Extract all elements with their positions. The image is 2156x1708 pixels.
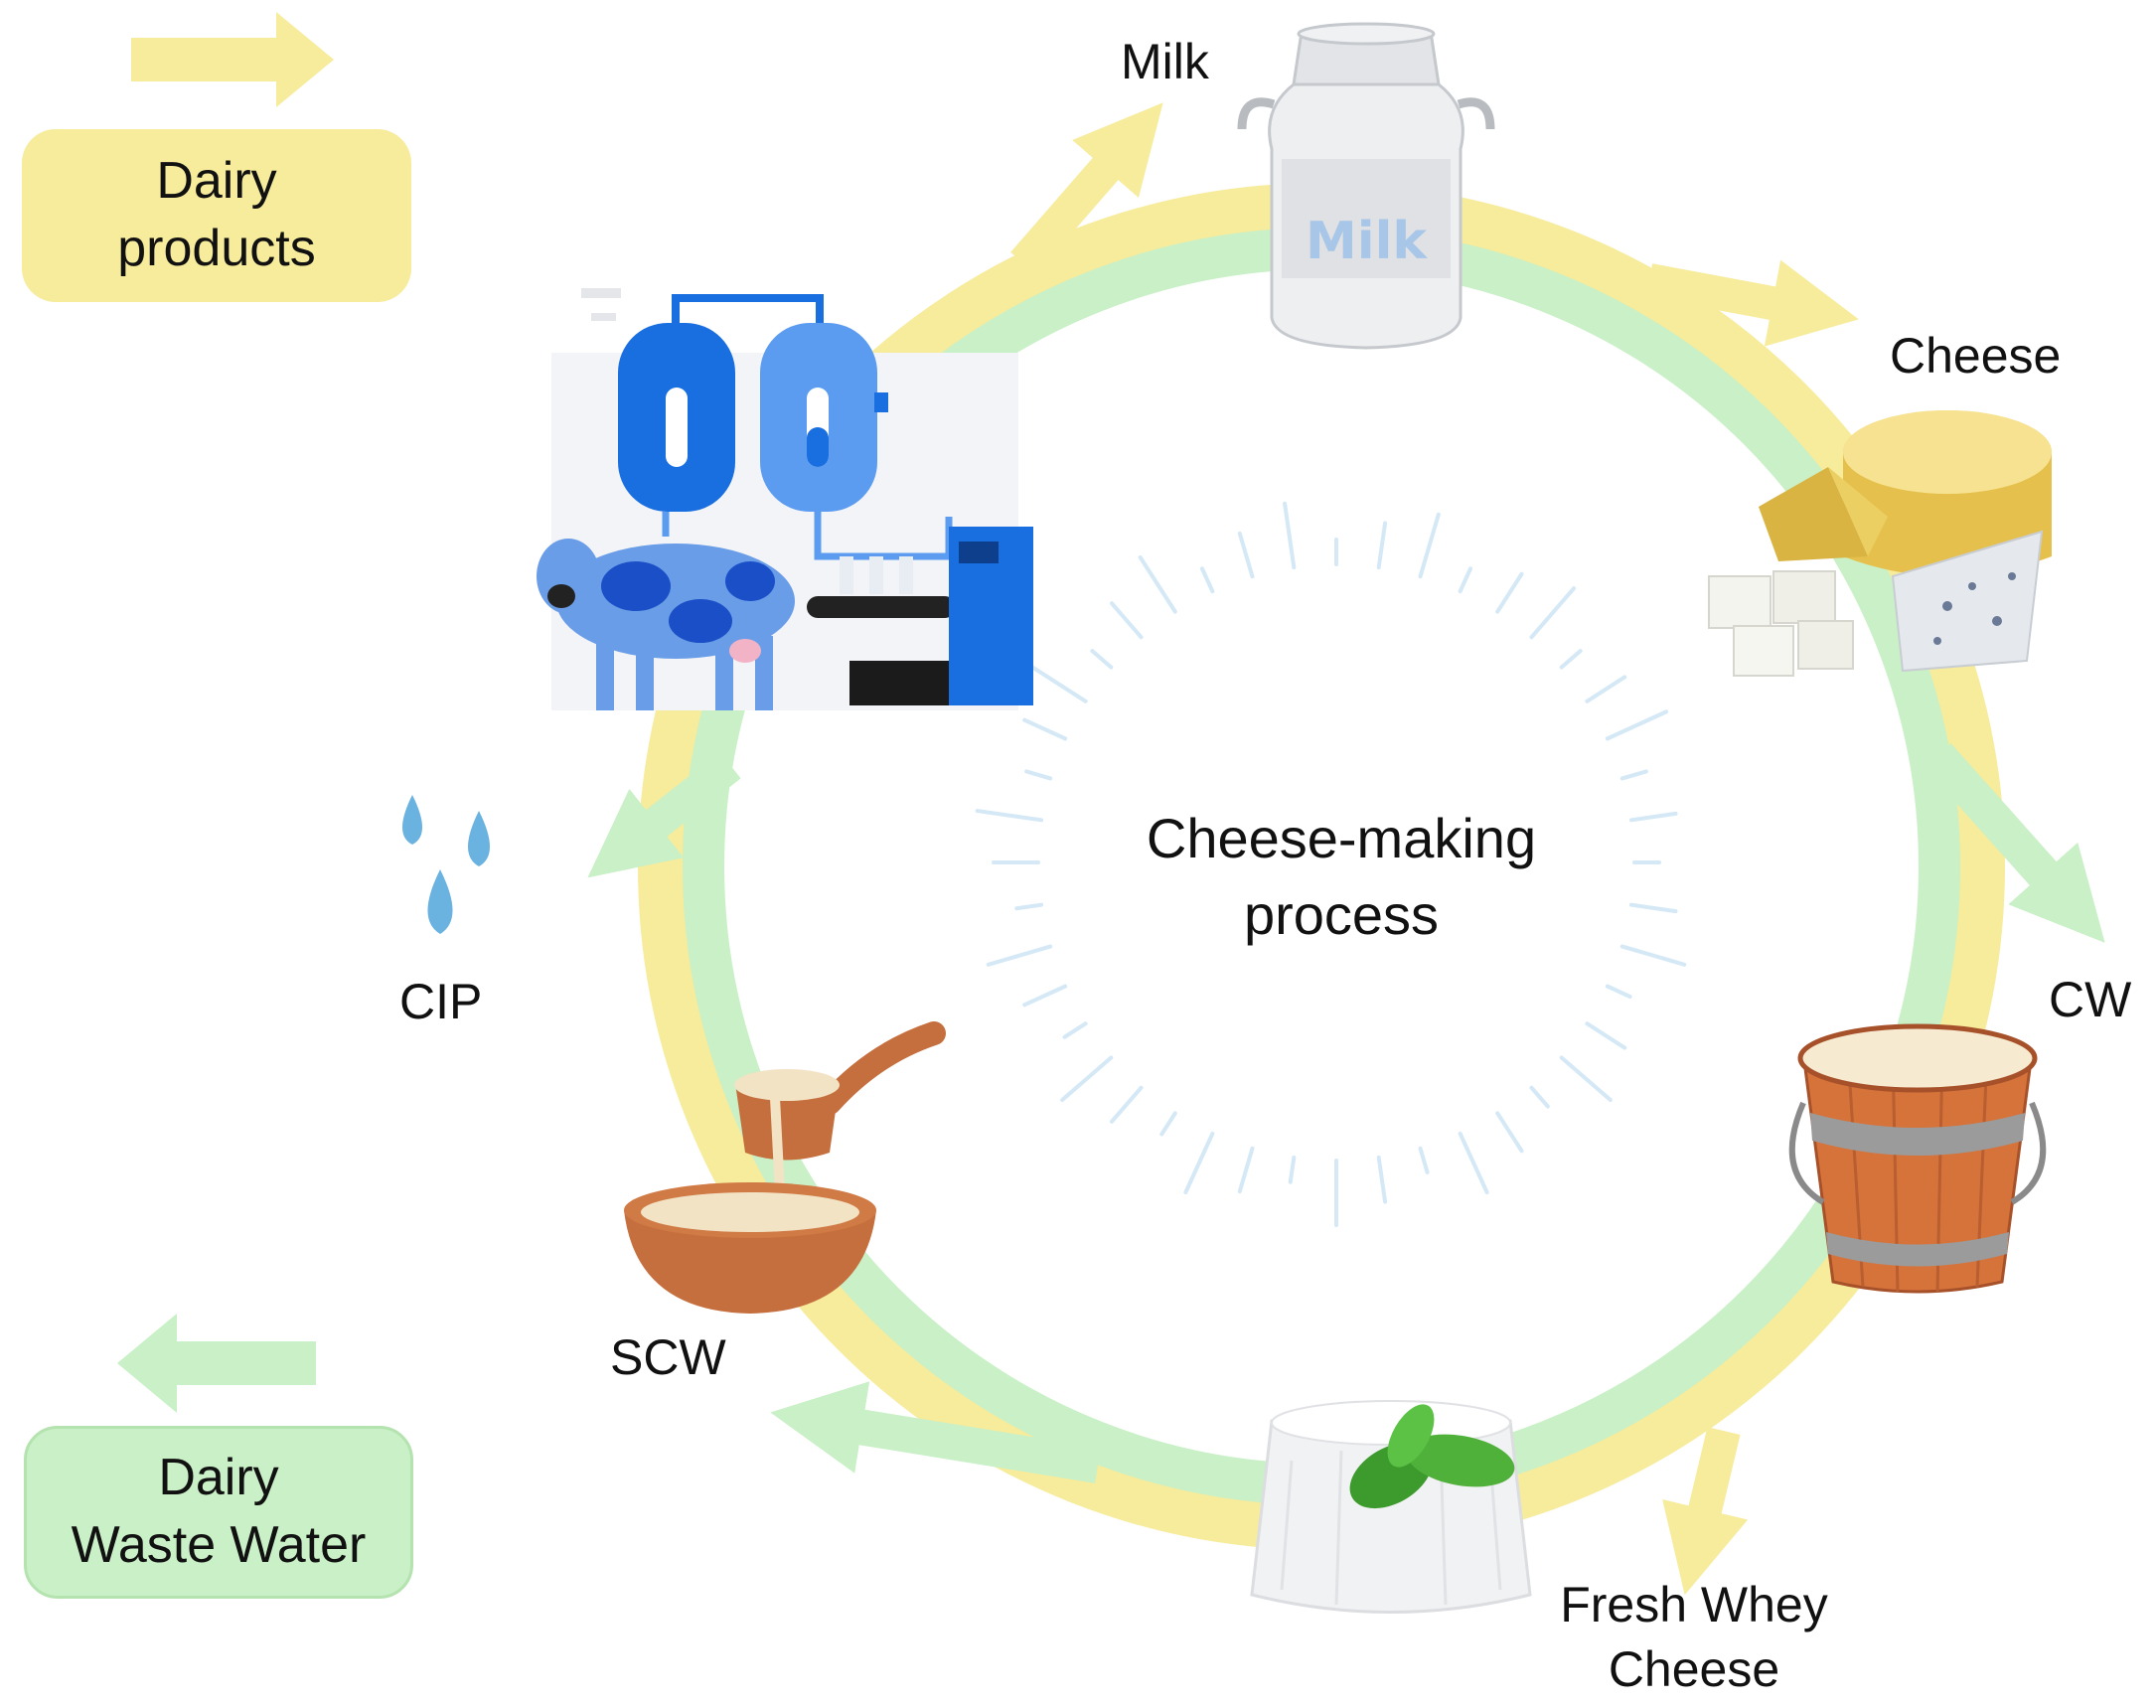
radial-tick <box>1628 902 1678 914</box>
radial-tick <box>1090 649 1114 670</box>
radial-tick <box>1619 944 1687 967</box>
legend-dairy-arrow <box>131 12 334 107</box>
radial-tick <box>1619 769 1648 781</box>
legend-dairy-waste-water-line1: Dairy <box>158 1449 279 1507</box>
radial-tick <box>1060 1055 1114 1103</box>
arrow-to-milk <box>1010 102 1163 275</box>
radial-tick <box>1159 1111 1177 1137</box>
radial-tick <box>1559 649 1583 670</box>
legend-dairy-products-line2: products <box>117 220 316 277</box>
center-label-line2: process <box>1243 883 1440 947</box>
radial-tick <box>1559 1055 1613 1103</box>
radial-tick <box>1183 1131 1215 1195</box>
radial-tick <box>1376 521 1388 570</box>
legend-dairy-waste-water-line2: Waste Water <box>71 1516 367 1574</box>
cheese-icon <box>1708 410 2052 677</box>
label-fresh-whey-cheese-line2: Cheese <box>1608 1641 1780 1697</box>
radial-tick <box>1418 1146 1430 1174</box>
center-label: Cheese-making process <box>1093 800 1590 954</box>
radial-tick <box>1022 717 1068 741</box>
ricotta-basil-icon <box>1250 1400 1532 1614</box>
milk-can-icon: Milk <box>1237 22 1495 350</box>
arrow-to-cip <box>587 751 741 878</box>
radial-ticks <box>975 501 1687 1227</box>
label-fresh-whey-cheese-line1: Fresh Whey <box>1560 1577 1828 1632</box>
radial-tick <box>1529 586 1577 640</box>
legend-dairy-products-line1: Dairy <box>156 152 277 211</box>
radial-tick <box>986 944 1053 967</box>
radial-tick <box>1458 566 1473 594</box>
radial-tick <box>1199 566 1215 594</box>
radial-tick <box>1028 664 1088 703</box>
label-milk: Milk <box>1121 34 1209 89</box>
radial-tick <box>1458 1131 1489 1195</box>
label-cheese: Cheese <box>1890 328 2062 384</box>
label-cip: CIP <box>399 974 483 1029</box>
legend-dairy-products: Dairy products <box>22 129 411 302</box>
radial-tick <box>1110 1085 1144 1124</box>
radial-tick <box>1138 554 1177 614</box>
label-cw: CW <box>2049 972 2132 1027</box>
label-scw: SCW <box>610 1329 726 1385</box>
radial-tick <box>975 809 1044 823</box>
arrow-to-cheese <box>1645 259 1859 347</box>
radial-tick <box>1024 769 1053 781</box>
arrow-to-cw <box>1924 743 2105 943</box>
radial-tick <box>1376 1155 1388 1204</box>
radial-tick <box>1283 501 1297 570</box>
radial-tick <box>1288 1155 1297 1184</box>
svg-text:Milk: Milk <box>1306 212 1428 271</box>
radial-tick <box>1495 571 1524 614</box>
radial-tick <box>1495 1111 1524 1154</box>
center-label-line1: Cheese-making <box>1146 807 1537 869</box>
wooden-bucket-icon <box>1788 1023 2047 1294</box>
bowl-ladle-icon <box>624 1021 946 1314</box>
radial-tick <box>1237 531 1255 579</box>
radial-tick <box>1014 902 1044 911</box>
dairy-plant-cow-icon <box>537 288 1033 710</box>
label-fresh-whey-cheese: Fresh Whey Cheese <box>1545 1573 1843 1702</box>
radial-tick <box>1237 1146 1255 1194</box>
radial-tick <box>1628 811 1678 823</box>
radial-tick <box>1605 984 1632 1000</box>
radial-tick <box>1110 601 1144 640</box>
radial-tick <box>1062 1021 1088 1039</box>
arrow-to-fresh-whey-cheese <box>1662 1427 1749 1596</box>
legend-waste-arrow <box>117 1314 316 1413</box>
radial-tick <box>1585 675 1627 703</box>
radial-tick <box>1022 984 1068 1008</box>
radial-tick <box>1418 512 1441 579</box>
radial-tick <box>1605 709 1669 741</box>
radial-tick <box>1585 1021 1627 1050</box>
water-drops-icon <box>402 795 490 934</box>
legend-dairy-waste-water: Dairy Waste Water <box>24 1426 413 1599</box>
radial-tick <box>1529 1085 1550 1109</box>
arrow-to-scw <box>770 1381 1101 1483</box>
